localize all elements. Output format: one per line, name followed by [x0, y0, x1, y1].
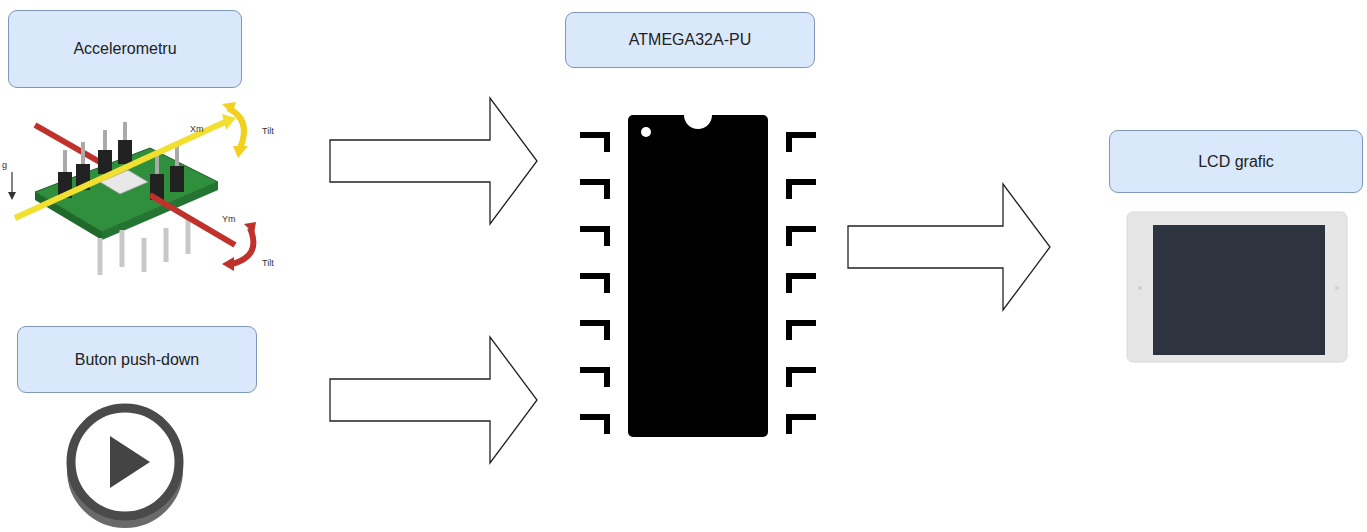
axis-label: Ym: [222, 214, 236, 224]
title-box: Accelerometru: [8, 10, 242, 88]
title-box: LCD grafic: [1109, 130, 1363, 193]
axis-label: g: [2, 160, 7, 170]
accelerometer-illustration: [8, 102, 256, 275]
block-arrow: [330, 337, 537, 463]
button-block: Buton push-down: [17, 326, 330, 530]
lcd-illustration: [1127, 212, 1347, 362]
block-arrow: [330, 98, 537, 224]
chip-symbol: [580, 101, 816, 437]
button-icon: [71, 408, 179, 524]
axis-label: Xm: [190, 124, 204, 134]
title-box: Buton push-down: [17, 326, 257, 393]
mcu-block: ATMEGA32A-PU: [537, 12, 848, 442]
tilt-label: Tilt: [262, 258, 274, 268]
block-arrow: [848, 184, 1050, 310]
sensor-block: Accelerometru: [8, 10, 330, 280]
title-box: ATMEGA32A-PU: [565, 12, 815, 68]
display-block: LCD grafic: [1050, 130, 1365, 365]
tilt-label: Tilt: [262, 126, 274, 136]
